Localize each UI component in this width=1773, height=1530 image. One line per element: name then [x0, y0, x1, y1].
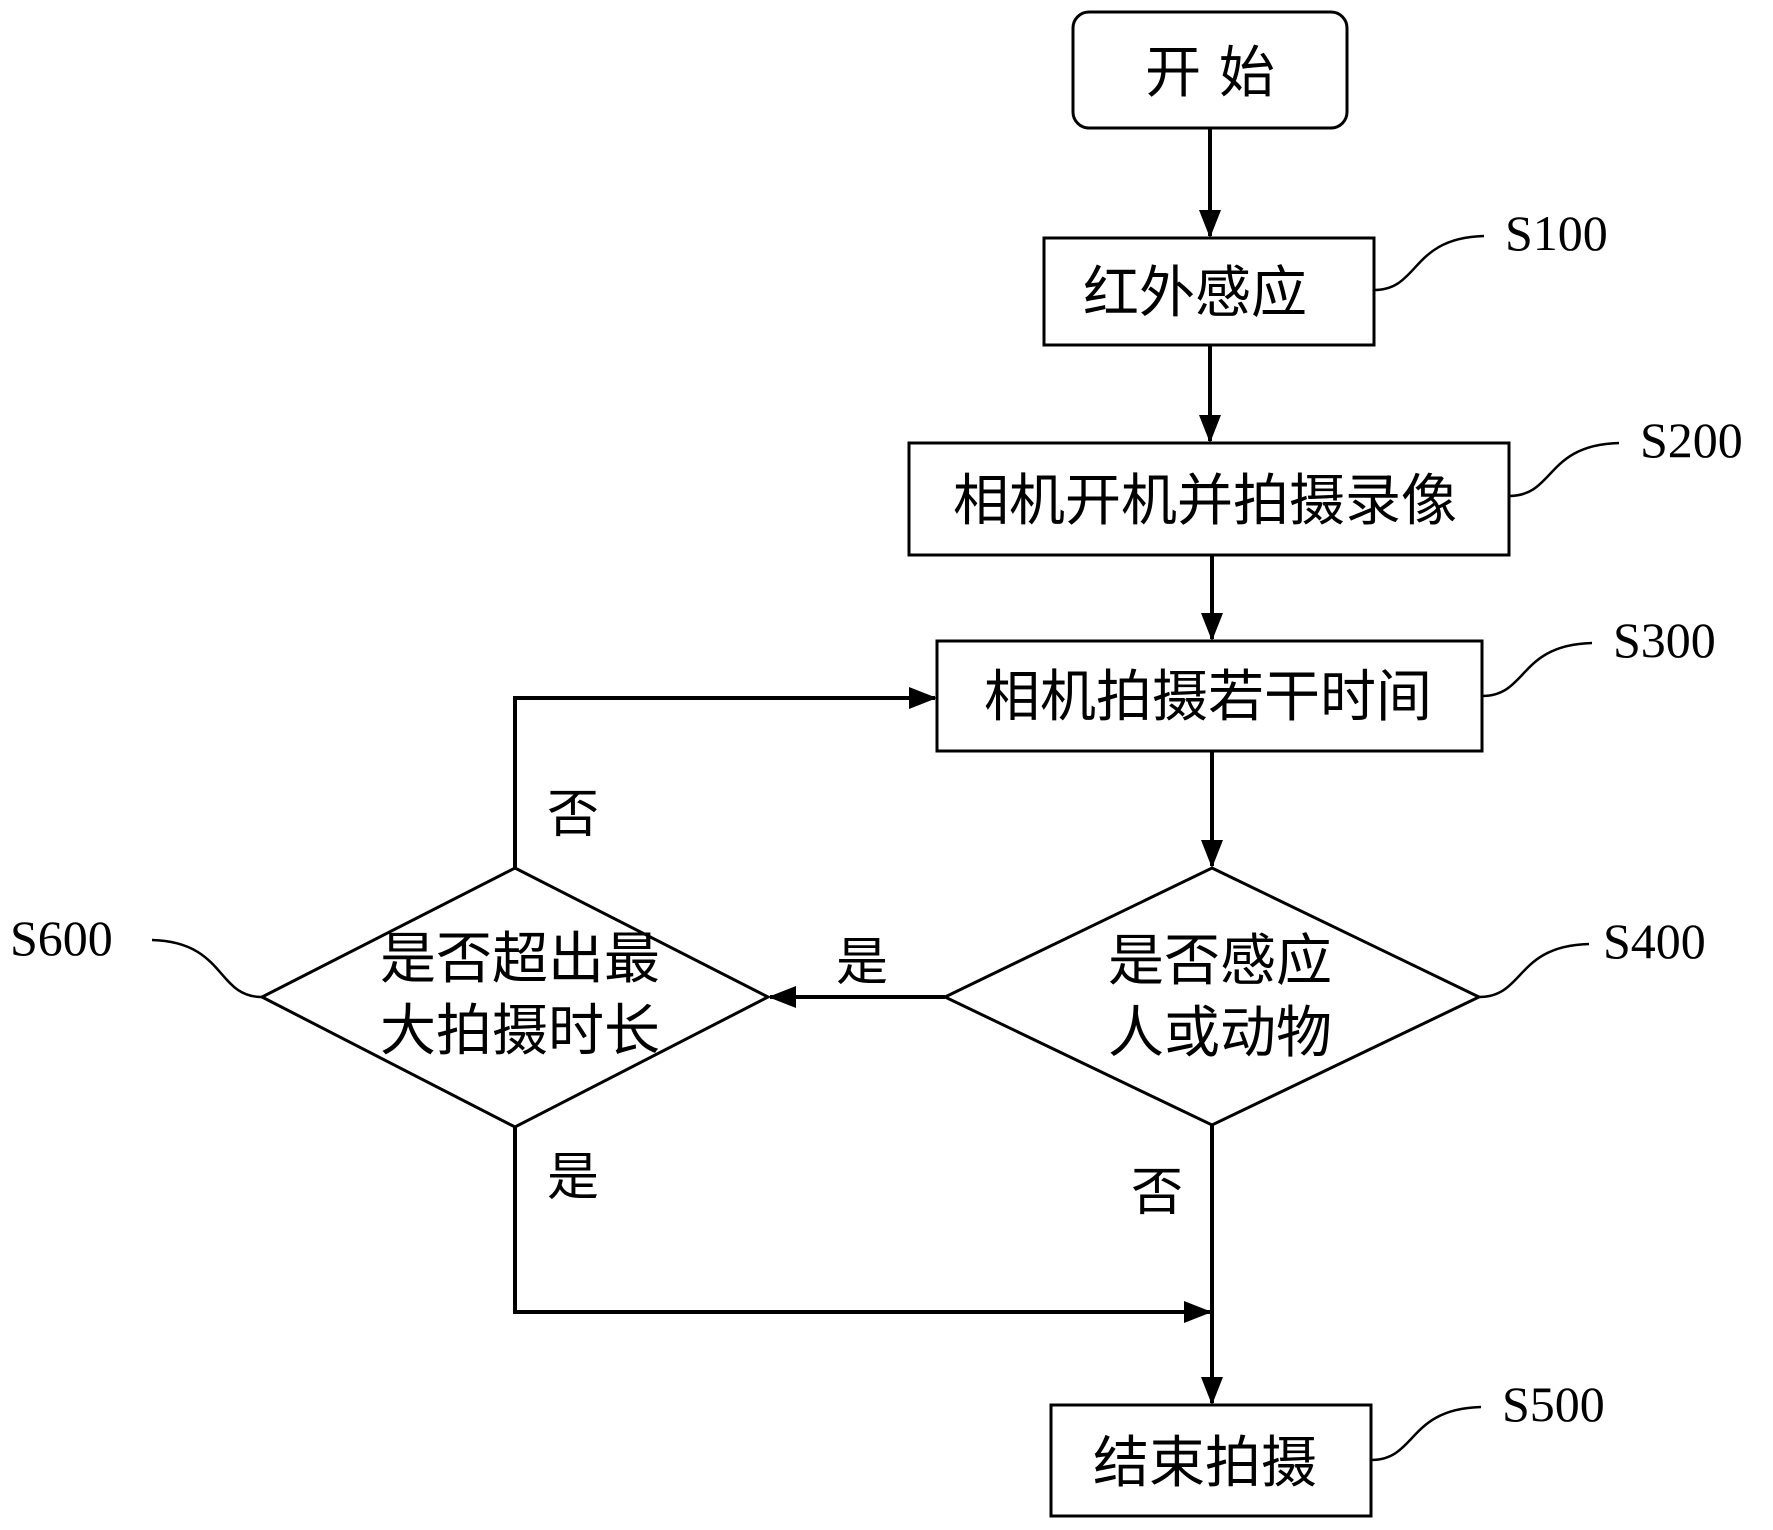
step-s100-leader — [1373, 234, 1485, 292]
decision-s600-line2: 大拍摄时长 — [380, 999, 660, 1064]
step-s100-box: 红外感应 — [1042, 236, 1376, 347]
step-s300-leader — [1481, 641, 1593, 698]
start-node: 开 始 — [1071, 10, 1349, 130]
step-s100-label: S100 — [1505, 205, 1608, 261]
decision-s600-line1: 是否超出最 — [380, 927, 660, 992]
decision-s400-line2: 人或动物 — [1108, 1001, 1332, 1066]
decision-s600-leader — [151, 938, 263, 999]
step-s300-label: S300 — [1613, 612, 1716, 668]
decision-s400-leader — [1478, 942, 1590, 999]
branch-s600-yes: 是 — [547, 1148, 599, 1208]
step-s200-leader — [1508, 441, 1620, 498]
step-s300-box: 相机拍摄若干时间 — [935, 639, 1484, 753]
step-s500-text: 结束拍摄 — [1093, 1431, 1317, 1496]
branch-s600-no: 否 — [547, 785, 599, 845]
step-s500-label: S500 — [1502, 1376, 1605, 1432]
step-s100-text: 红外感应 — [1083, 261, 1307, 326]
step-s200-label: S200 — [1640, 412, 1743, 468]
arrow-s600-yes-to-end — [513, 1127, 1212, 1323]
arrow-s600-no-to-s300 — [513, 687, 937, 868]
step-s500-box: 结束拍摄 — [1049, 1403, 1373, 1518]
branch-s400-yes: 是 — [836, 933, 888, 993]
decision-s400: 是否感应 人或动物 — [941, 866, 1483, 1127]
step-s500-leader — [1370, 1405, 1482, 1462]
step-s200-box: 相机开机并拍摄录像 — [907, 441, 1511, 557]
decision-s600: 是否超出最 大拍摄时长 — [258, 866, 772, 1129]
decision-s400-label: S400 — [1603, 913, 1706, 969]
branch-s400-no: 否 — [1131, 1163, 1183, 1223]
step-s200-text: 相机开机并拍摄录像 — [953, 469, 1457, 534]
decision-s600-label: S600 — [10, 910, 113, 966]
step-s300-text: 相机拍摄若干时间 — [984, 665, 1432, 730]
decision-s400-line1: 是否感应 — [1108, 929, 1332, 994]
start-text: 开 始 — [1145, 41, 1275, 106]
